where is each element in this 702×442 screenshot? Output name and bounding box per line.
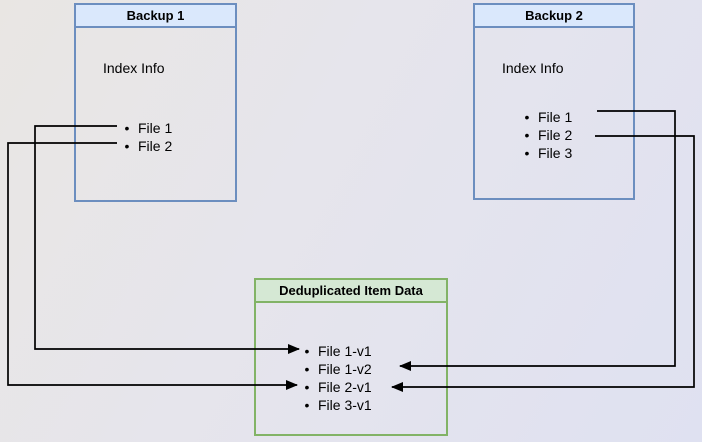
- backup2-box: Backup 2 Index Info • File 1 • File 2 • …: [473, 3, 635, 200]
- file-label: File 3: [538, 145, 573, 161]
- bullet-icon: •: [124, 120, 130, 136]
- deduplicated-item-data-title: Deduplicated Item Data: [256, 280, 446, 303]
- dedup-item-list: • File 1-v1 • File 1-v2 • File 2-v1 • Fi…: [300, 342, 372, 414]
- bullet-icon: •: [524, 145, 530, 161]
- list-item: • File 1: [120, 119, 173, 137]
- list-item: • File 2: [120, 137, 173, 155]
- file-label: File 1-v2: [318, 361, 372, 377]
- bullet-icon: •: [304, 379, 310, 395]
- bullet-icon: •: [124, 138, 130, 154]
- file-label: File 2: [538, 127, 573, 143]
- backup1-box: Backup 1 Index Info • File 1 • File 2: [74, 3, 237, 202]
- backup1-title: Backup 1: [76, 5, 235, 28]
- backup2-file-list: • File 1 • File 2 • File 3: [520, 108, 573, 162]
- bullet-icon: •: [304, 361, 310, 377]
- backup1-file-list: • File 1 • File 2: [120, 119, 173, 155]
- file-label: File 2: [138, 138, 173, 154]
- list-item: • File 1: [520, 108, 573, 126]
- backup2-index-info-label: Index Info: [502, 60, 564, 76]
- file-label: File 1-v1: [318, 343, 372, 359]
- file-label: File 1: [538, 109, 573, 125]
- file-label: File 3-v1: [318, 397, 372, 413]
- list-item: • File 1-v1: [300, 342, 372, 360]
- list-item: • File 2: [520, 126, 573, 144]
- file-label: File 1: [138, 120, 173, 136]
- list-item: • File 3: [520, 144, 573, 162]
- bullet-icon: •: [524, 109, 530, 125]
- list-item: • File 1-v2: [300, 360, 372, 378]
- bullet-icon: •: [304, 343, 310, 359]
- bullet-icon: •: [524, 127, 530, 143]
- list-item: • File 2-v1: [300, 378, 372, 396]
- file-label: File 2-v1: [318, 379, 372, 395]
- deduplicated-item-data-box: Deduplicated Item Data • File 1-v1 • Fil…: [254, 278, 448, 436]
- list-item: • File 3-v1: [300, 396, 372, 414]
- backup2-title: Backup 2: [475, 5, 633, 28]
- backup1-index-info-label: Index Info: [103, 60, 165, 76]
- bullet-icon: •: [304, 397, 310, 413]
